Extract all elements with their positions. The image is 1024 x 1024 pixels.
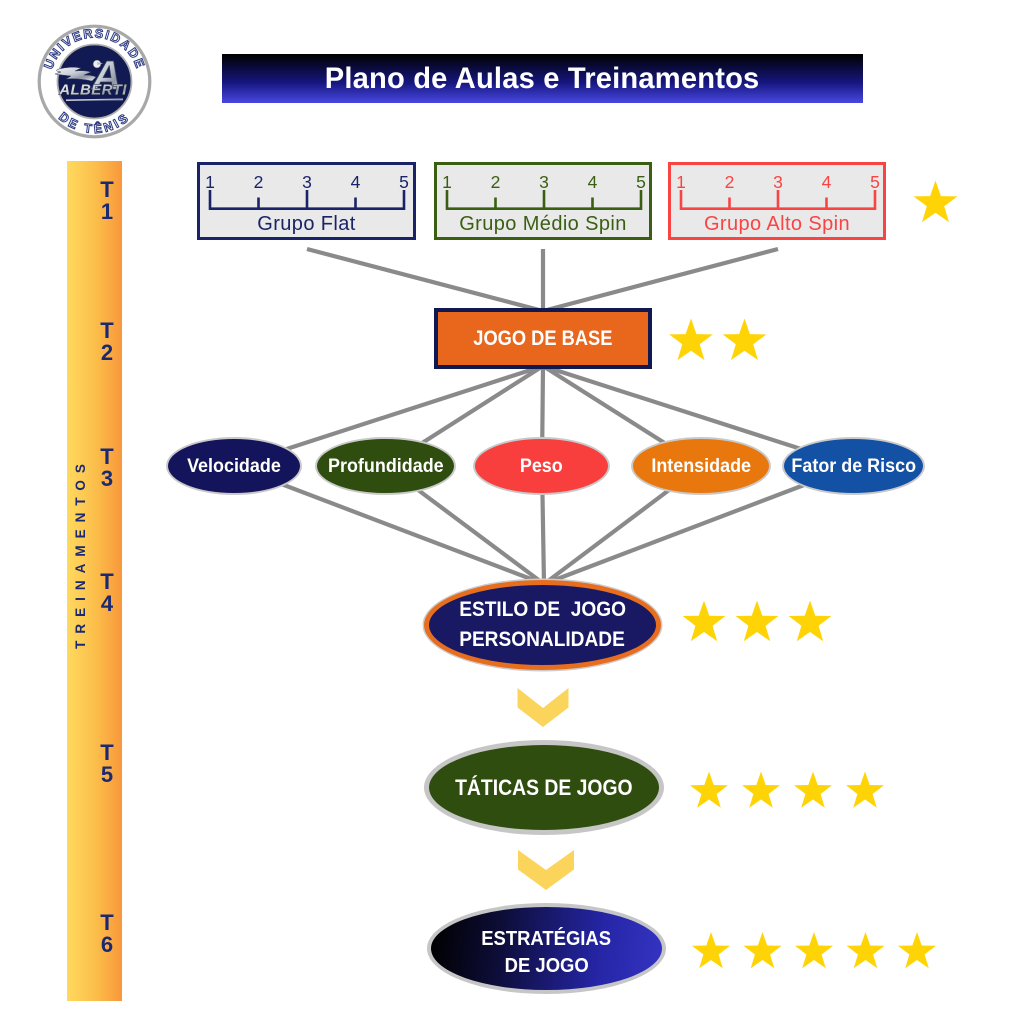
scale-ruler [679,190,877,210]
star-icon [735,600,779,642]
node-label-line2: PERSONALIDADE [459,628,626,651]
node-label: Intensidade [651,454,751,477]
group-name: Grupo Flat [257,213,356,235]
node-label-line2: DE JOGO [504,954,589,977]
star-icon [788,600,832,642]
node-label-line1: ESTRATÉGIAS [481,927,612,950]
node-fator-de-risco: Fator de Risco [782,437,925,495]
node-label: JOGO DE BASE [473,326,613,350]
star-icon [692,932,730,969]
connector-lines [233,246,855,586]
star-icon [743,932,782,969]
node-label: Fator de Risco [791,454,916,477]
star-icon [669,318,713,361]
scale-tick-label: 4 [821,172,832,192]
scale-tick-label: 3 [773,172,783,192]
scale-ruler [208,190,406,210]
node-label: TÁTICAS DE JOGO [455,774,633,800]
scale-ruler [445,190,643,210]
star-icon [795,932,833,969]
group-name: Grupo Alto Spin [703,213,851,235]
university-logo: UNIVERSIDADE DE TÊNIS A ALBERTI [37,24,152,139]
logo-letter-a: A [91,52,122,98]
star-icon [846,932,885,969]
star-icon [898,932,936,969]
star-icon [794,771,832,808]
scale-tick-label: 5 [636,172,646,192]
node-estilo-de-jogo: ESTILO DE JOGO PERSONALIDADE [424,580,661,670]
star-icon [690,771,728,808]
rating-t4 [682,600,832,642]
star-icon [913,180,958,223]
node-label: Peso [520,454,563,477]
training-steps-bar [67,161,122,1001]
rating-t2 [669,318,767,361]
chevron-down-icon [518,850,574,890]
logo-underline-swoosh [66,98,123,101]
node-taticas-de-jogo: TÁTICAS DE JOGO [424,740,664,835]
scale-tick-label: 3 [539,172,549,192]
chevron-arrows [517,688,574,890]
scale-tick-label: 5 [870,172,880,192]
node-profundidade: Profundidade [315,437,456,495]
logo-eagle-beak [97,62,103,65]
title-banner: Plano de Aulas e Treinamentos [222,54,863,103]
scale-tick-label: 2 [724,172,735,192]
connector-velocidade-to-estilo [233,464,545,586]
group-box-alto-spin: 1 2 3 4 5 Grupo Alto Spin [668,162,886,240]
page-title: Plano de Aulas e Treinamentos [325,61,760,95]
star-icon [682,600,726,642]
logo-flames [54,66,97,82]
node-estrategias-de-jogo: ESTRATÉGIAS DE JOGO [427,903,666,994]
group-box-medio-spin: 1 2 3 4 5 Grupo Médio Spin [434,162,652,240]
scale-tick-label: 5 [399,172,409,192]
rating-stars [669,180,958,969]
node-velocidade: Velocidade [166,437,302,495]
rating-t6 [692,932,936,969]
scale-tick-label: 2 [490,172,501,192]
star-icon [722,318,767,361]
node-label: Profundidade [327,454,444,477]
connector-flat-to-base [306,246,544,314]
group-name: Grupo Médio Spin [459,213,627,235]
node-jogo-de-base: JOGO DE BASE [434,308,652,369]
node-label-line1: ESTILO DE JOGO [459,598,626,621]
logo-brand-text: ALBERTI [58,82,127,99]
scale-tick-label: 1 [676,172,686,192]
group-box-flat: 1 2 3 4 5 Grupo Flat [197,162,416,240]
star-icon [742,771,780,808]
scale-tick-label: 1 [205,172,215,192]
node-intensidade: Intensidade [631,437,771,495]
star-icon [846,771,884,808]
chevron-down-icon [517,688,569,727]
rating-t1 [913,180,958,223]
connector-alto-to-base [542,246,779,314]
scale-tick-label: 2 [253,172,264,192]
scale-tick-label: 4 [587,172,598,192]
node-label: Velocidade [187,454,281,477]
scale-tick-label: 3 [302,172,312,192]
scale-tick-label: 1 [442,172,452,192]
node-peso: Peso [473,437,610,495]
logo-eagle-emblem: A [54,52,122,98]
scale-tick-label: 4 [350,172,361,192]
rating-t5 [690,771,884,808]
